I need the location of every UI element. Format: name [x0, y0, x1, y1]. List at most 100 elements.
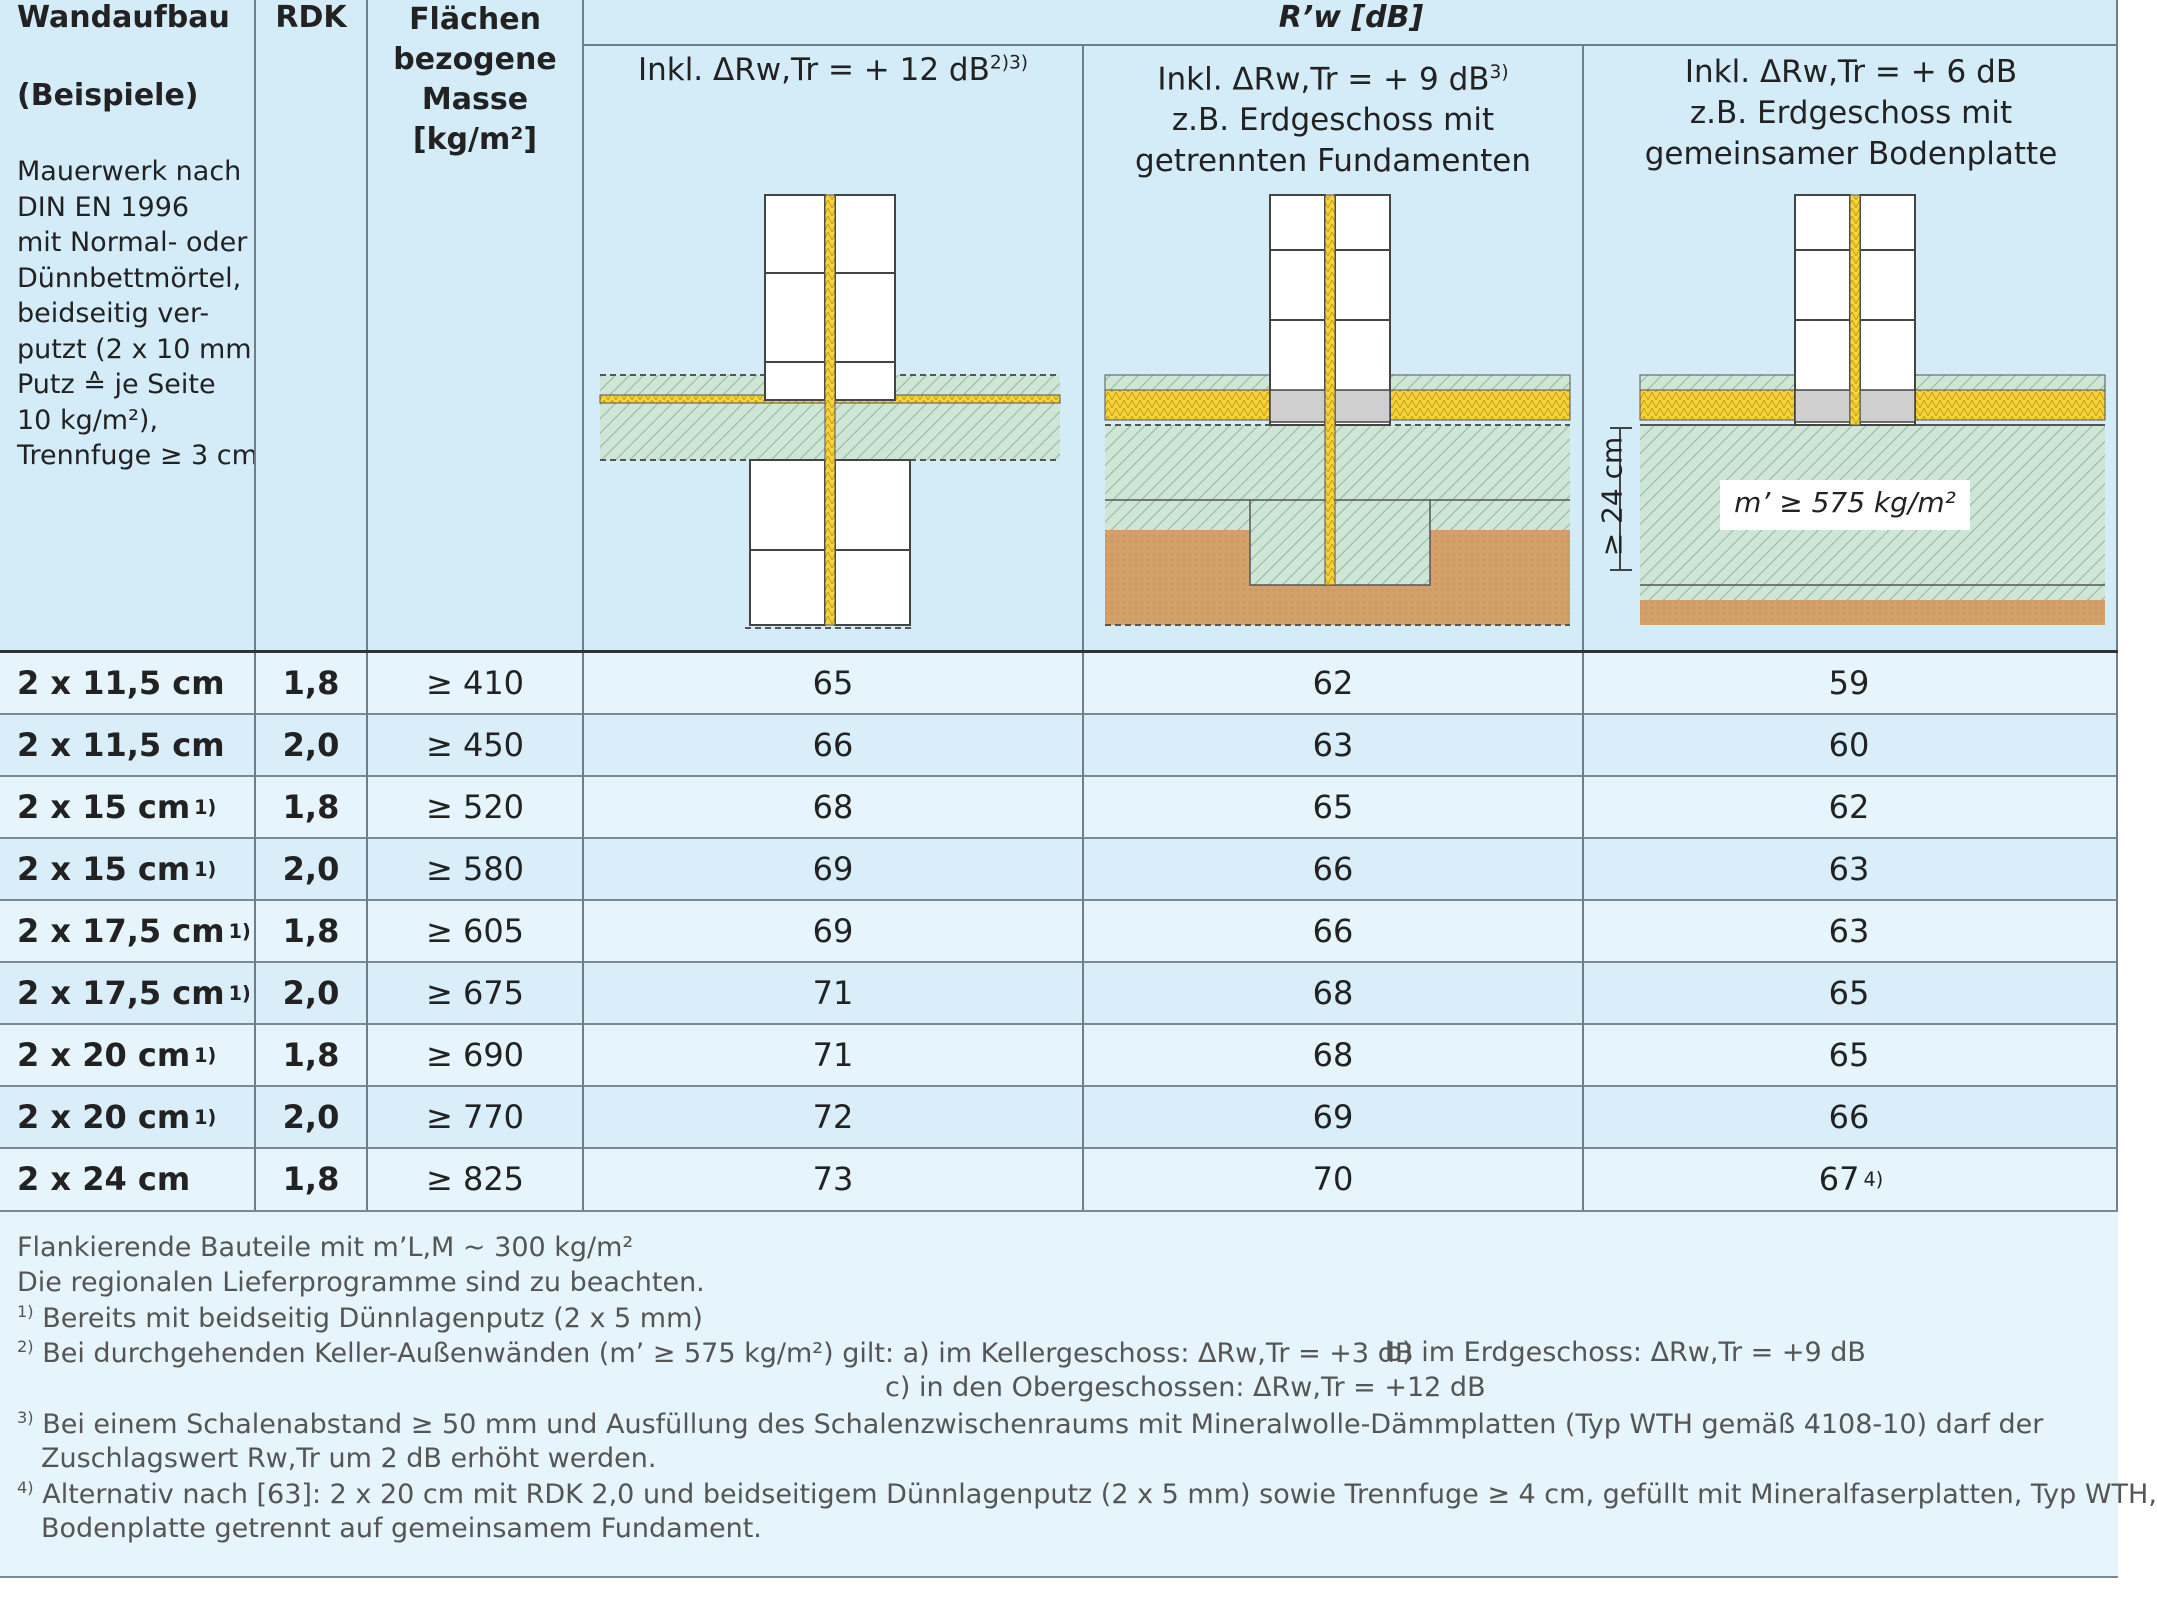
col-divider-5 — [1582, 44, 1584, 1210]
table-row — [0, 652, 2118, 714]
cell-wall: 2 x 24 cm — [17, 1160, 191, 1198]
header-bottom-rule — [0, 650, 2118, 653]
col-divider-1 — [254, 0, 256, 1210]
cell-rw-3: 59 — [1828, 664, 1870, 702]
cell-rw-2: 66 — [1312, 850, 1354, 888]
cell-rw-1: 69 — [812, 850, 854, 888]
cell-rw-2: 65 — [1312, 788, 1354, 826]
col-divider-2 — [366, 0, 368, 1210]
cell-rw-2: 63 — [1312, 726, 1354, 764]
cell-rw-3: 63 — [1828, 912, 1870, 950]
cell-rdk: 2,0 — [282, 974, 340, 1012]
rw-title-rule — [584, 44, 2118, 46]
drawing-common-base-plate — [1610, 194, 2106, 625]
cell-rw-1: 71 — [812, 1036, 854, 1074]
sub-header-1: Inkl. ΔRw,Tr = + 12 dB2)3) — [637, 52, 1029, 88]
dimension-label: ≥ 24 cm — [1595, 436, 1629, 557]
col-divider-4 — [1082, 44, 1084, 1210]
cell-rdk: 1,8 — [282, 664, 340, 702]
cell-rdk: 1,8 — [282, 1160, 340, 1198]
cell-mass: ≥ 410 — [425, 664, 525, 702]
cell-rw-2: 66 — [1312, 912, 1354, 950]
row-divider — [0, 1023, 2118, 1025]
table-row — [0, 1086, 2118, 1148]
cell-rdk: 2,0 — [282, 726, 340, 764]
cell-rw-2: 68 — [1312, 974, 1354, 1012]
row-divider — [0, 1085, 2118, 1087]
cell-mass: ≥ 825 — [425, 1160, 525, 1198]
cell-rdk: 1,8 — [282, 912, 340, 950]
cell-mass: ≥ 605 — [425, 912, 525, 950]
cell-rw-1: 68 — [812, 788, 854, 826]
cell-rw-3: 63 — [1828, 850, 1870, 888]
cell-mass: ≥ 450 — [425, 726, 525, 764]
footnote-4b: Bodenplatte getrennt auf gemeinsamem Fun… — [41, 1513, 762, 1544]
cell-rw-2: 68 — [1312, 1036, 1354, 1074]
cell-rw-1: 73 — [812, 1160, 854, 1198]
footnote-3: 3) Bei einem Schalenabstand ≥ 50 mm und … — [17, 1408, 2044, 1440]
drawing-separate-walls-basement — [599, 194, 1061, 629]
row-divider — [0, 899, 2118, 901]
cell-rw-3: 66 — [1828, 1098, 1870, 1136]
cell-rw-1: 66 — [812, 726, 854, 764]
sub-header-3: Inkl. ΔRw,Tr = + 6 dB z.B. Erdgeschoss m… — [1644, 54, 2058, 172]
col-rdk-title: RDK — [275, 0, 347, 35]
footnote-flanking: Flankierende Bauteile mit m’L,M ~ 300 kg… — [17, 1232, 634, 1263]
sub-header-2: Inkl. ΔRw,Tr = + 9 dB3) z.B. Erdgeschoss… — [1135, 61, 1531, 180]
row-divider — [0, 1147, 2118, 1149]
table-row — [0, 962, 2118, 1024]
cell-rw-3: 65 — [1828, 1036, 1870, 1074]
footnote-2b: b) im Erdgeschoss: ΔRw,Tr = +9 dB — [1385, 1337, 1866, 1368]
cell-rw-3: 60 — [1828, 726, 1870, 764]
construction-drawings — [599, 194, 2106, 629]
cell-rw-2: 62 — [1312, 664, 1354, 702]
cell-mass: ≥ 580 — [425, 850, 525, 888]
mass-label: m’ ≥ 575 kg/m² — [1734, 486, 1956, 519]
footnote-4: 4) Alternativ nach [63]: 2 x 20 cm mit R… — [17, 1478, 2157, 1510]
footnote-regional: Die regionalen Lieferprogramme sind zu b… — [17, 1267, 705, 1298]
cell-rw-1: 71 — [812, 974, 854, 1012]
cell-wall: 2 x 11,5 cm — [17, 664, 225, 702]
col-wall-description: Mauerwerk nach DIN EN 1996 mit Normal- o… — [17, 156, 258, 471]
table-row — [0, 1148, 2118, 1210]
rw-title: R’w [dB] — [1278, 0, 1424, 35]
cell-rw-2: 69 — [1312, 1098, 1354, 1136]
cell-rw-3: 65 — [1828, 974, 1870, 1012]
footnote-1: 1) Bereits mit beidseitig Dünnlagenputz … — [17, 1302, 703, 1334]
row-divider — [0, 961, 2118, 963]
col-wall-subtitle: (Beispiele) — [17, 78, 199, 113]
footnote-2: 2) Bei durchgehenden Keller-Außenwänden … — [17, 1337, 1414, 1369]
cell-rw-3: 62 — [1828, 788, 1870, 826]
row-divider — [0, 713, 2118, 715]
table-row — [0, 776, 2118, 838]
table-row — [0, 1024, 2118, 1086]
cell-rw-1: 72 — [812, 1098, 854, 1136]
drawing-separate-foundations — [1104, 194, 1571, 626]
cell-wall: 2 x 11,5 cm — [17, 726, 225, 764]
cell-rw-2: 70 — [1312, 1160, 1354, 1198]
cell-rdk: 1,8 — [282, 788, 340, 826]
col-mass-title: Flächen bezogene Masse [kg/m²] — [393, 2, 557, 157]
footnote-2c: c) in den Obergeschossen: ΔRw,Tr = +12 d… — [885, 1372, 1486, 1403]
footnote-3b: Zuschlagswert Rw,Tr um 2 dB erhöht werde… — [41, 1443, 657, 1474]
cell-mass: ≥ 520 — [425, 788, 525, 826]
row-divider — [0, 837, 2118, 839]
cell-mass: ≥ 770 — [425, 1098, 525, 1136]
table-row — [0, 838, 2118, 900]
cell-rw-1: 65 — [812, 664, 854, 702]
footnote-area — [0, 1210, 2118, 1578]
table-right-edge — [2116, 0, 2118, 1574]
cell-mass: ≥ 675 — [425, 974, 525, 1012]
cell-rdk: 1,8 — [282, 1036, 340, 1074]
cell-rw-1: 69 — [812, 912, 854, 950]
cell-mass: ≥ 690 — [425, 1036, 525, 1074]
cell-rdk: 2,0 — [282, 1098, 340, 1136]
col-divider-3 — [582, 0, 584, 1210]
